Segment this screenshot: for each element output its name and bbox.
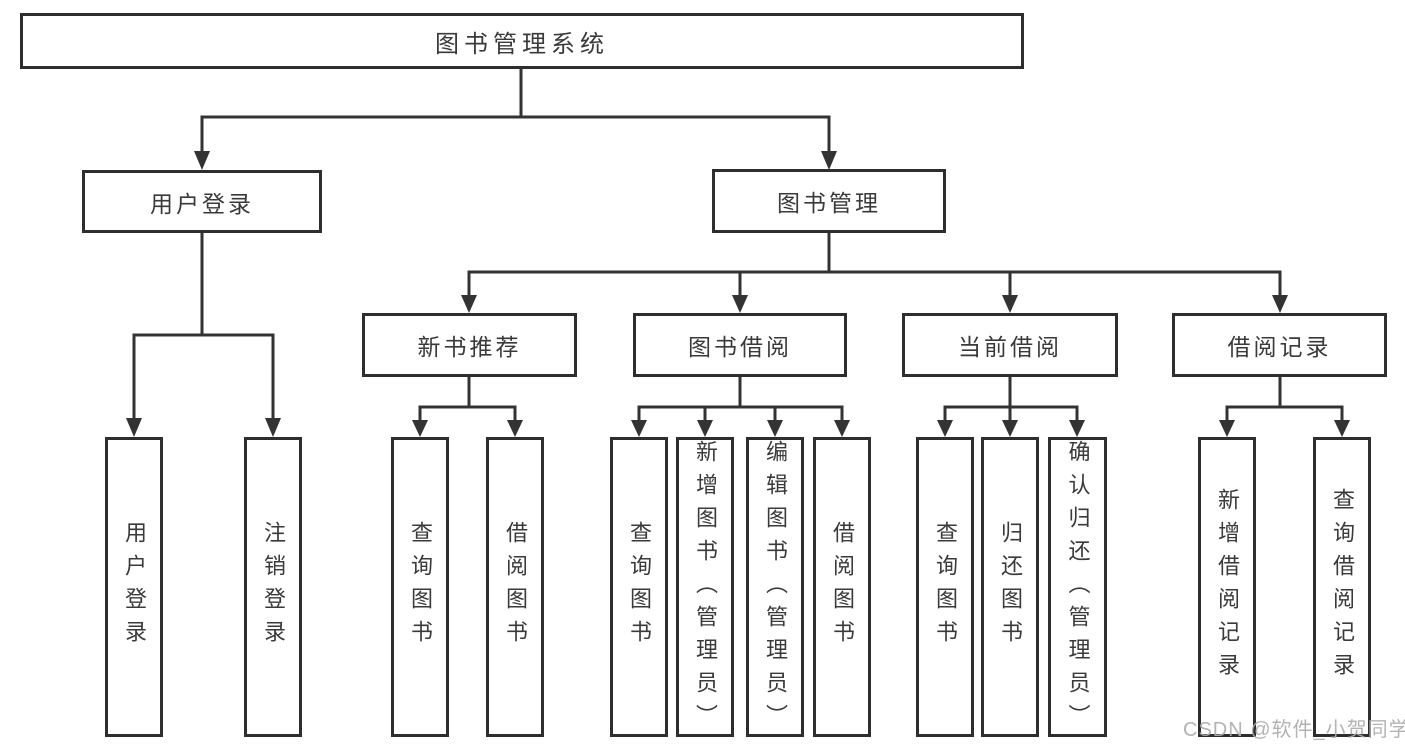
connector-current-borrowing-to-leaves bbox=[937, 375, 1085, 437]
node-borrowing-records: 借阅记录 bbox=[1172, 313, 1387, 377]
leaf-confirm-return-admin: 确认归还（管理员） bbox=[1048, 437, 1107, 737]
node-book-borrowing: 图书借阅 bbox=[633, 313, 847, 377]
arrow-icon bbox=[461, 295, 477, 313]
arrow-icon bbox=[1272, 295, 1288, 313]
arrow-icon bbox=[126, 418, 142, 437]
csdn-watermark: CSDN @软件_小贺同学 bbox=[1183, 719, 1405, 741]
node-library-management-system: 图书管理系统 bbox=[20, 13, 1024, 69]
arrow-icon bbox=[265, 418, 281, 437]
leaf-borrow-book-borrowing: 借阅图书 bbox=[813, 437, 871, 737]
arrow-icon bbox=[1002, 295, 1018, 313]
leaf-add-book-admin: 新增图书（管理员） bbox=[676, 437, 734, 737]
connector-user-login-to-leaves bbox=[126, 231, 281, 437]
leaf-return-book: 归还图书 bbox=[981, 437, 1039, 737]
leaf-edit-book-admin: 编辑图书（管理员） bbox=[746, 437, 804, 737]
arrow-icon bbox=[767, 420, 783, 437]
arrow-icon bbox=[507, 420, 523, 437]
leaf-query-borrow-record: 查询借阅记录 bbox=[1313, 437, 1371, 737]
node-new-book-recommend: 新书推荐 bbox=[362, 313, 577, 377]
arrow-icon bbox=[194, 151, 210, 170]
leaf-query-book-borrowing: 查询图书 bbox=[610, 437, 668, 737]
leaf-query-book-recommend: 查询图书 bbox=[391, 437, 449, 737]
leaf-borrow-book-recommend: 借阅图书 bbox=[486, 437, 544, 737]
arrow-icon bbox=[1334, 420, 1350, 437]
arrow-icon bbox=[1219, 420, 1235, 437]
connector-new-book-recommend-to-leaves bbox=[412, 375, 523, 437]
arrow-icon bbox=[732, 295, 748, 313]
arrow-icon bbox=[1069, 420, 1085, 437]
arrow-icon bbox=[834, 420, 850, 437]
arrow-icon bbox=[937, 420, 953, 437]
leaf-add-borrow-record: 新增借阅记录 bbox=[1198, 437, 1256, 737]
arrow-icon bbox=[1002, 420, 1018, 437]
arrow-icon bbox=[412, 420, 428, 437]
node-current-borrowing: 当前借阅 bbox=[902, 313, 1118, 377]
leaf-user-login: 用户登录 bbox=[105, 437, 163, 737]
leaf-query-book-current: 查询图书 bbox=[916, 437, 974, 737]
leaf-logout-login: 注销登录 bbox=[244, 437, 302, 737]
arrow-icon bbox=[631, 420, 647, 437]
connector-book-management-to-level3 bbox=[461, 231, 1288, 313]
arrow-icon bbox=[821, 151, 837, 170]
arrow-icon bbox=[697, 420, 713, 437]
connector-root-to-level2 bbox=[194, 67, 837, 170]
connector-book-borrowing-to-leaves bbox=[631, 375, 850, 437]
node-user-login: 用户登录 bbox=[82, 170, 322, 233]
connector-borrowing-records-to-leaves bbox=[1219, 375, 1350, 437]
node-book-management: 图书管理 bbox=[712, 169, 946, 233]
